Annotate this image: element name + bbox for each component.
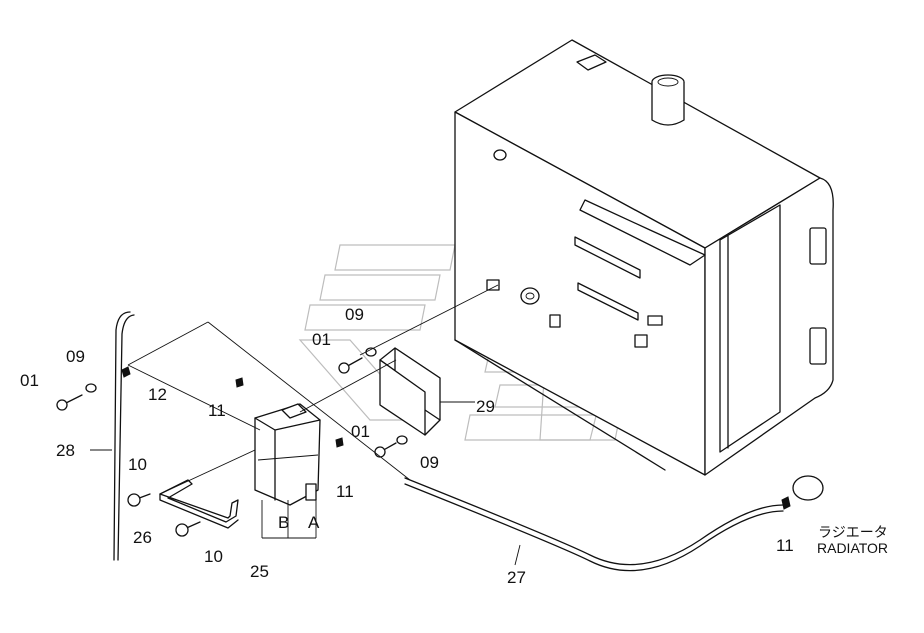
clamp-12	[121, 366, 131, 378]
radiator-label-en: RADIATOR	[817, 540, 888, 556]
bracket-26	[159, 479, 239, 529]
radiator-label-jp: ラジエータ	[818, 525, 888, 541]
reservoir-25	[254, 403, 321, 506]
callout-26: 26	[133, 528, 152, 547]
radiator-cap	[792, 475, 824, 501]
callout-10-top: 10	[128, 455, 147, 474]
callout-01-lower: 01	[351, 422, 370, 441]
clamp-11-right	[335, 437, 344, 448]
callout-11-radiator: 11	[776, 536, 794, 555]
washer-09-left	[85, 383, 97, 393]
bolt-01-upper	[338, 357, 363, 374]
callout-11-right: 11	[336, 482, 354, 501]
bolt-01-left	[56, 394, 83, 411]
washer-09-lower	[396, 435, 408, 445]
callout-09-lower: 09	[420, 453, 439, 472]
callout-25: 25	[250, 562, 269, 581]
hose-27	[404, 477, 784, 572]
callout-11-mid: 11	[208, 401, 226, 420]
callout-27: 27	[507, 568, 526, 587]
clamp-11-mid	[235, 377, 244, 388]
callout-28: 28	[56, 441, 75, 460]
callout-a: A	[308, 513, 320, 532]
callout-10-bottom: 10	[204, 547, 223, 566]
callout-12: 12	[148, 385, 167, 404]
hose-28	[113, 311, 135, 561]
callout-09-left: 09	[66, 347, 85, 366]
level-gauge	[520, 287, 540, 305]
callout-01-upper: 01	[312, 330, 331, 349]
bolt-10-bottom	[175, 521, 201, 537]
callout-09-upper: 09	[345, 305, 364, 324]
callout-01-left: 01	[20, 371, 39, 390]
leader-lines	[90, 284, 521, 566]
tank	[454, 39, 834, 476]
callout-29: 29	[476, 397, 495, 416]
bolt-10-top	[127, 493, 151, 507]
bracket-29	[379, 347, 441, 436]
clamp-11-radiator	[781, 496, 791, 510]
callout-b: B	[278, 513, 289, 532]
